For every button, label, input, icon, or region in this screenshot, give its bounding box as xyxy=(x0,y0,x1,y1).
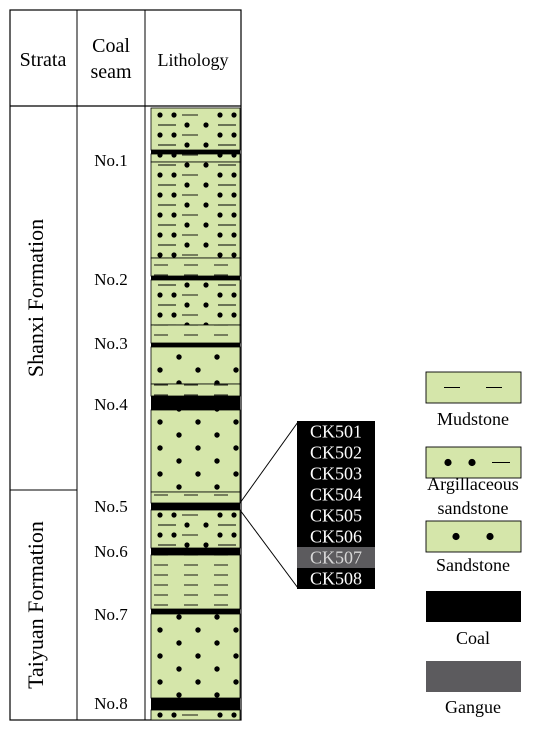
sandstone-layer-pattern xyxy=(151,614,240,698)
zoom-connector xyxy=(239,421,299,589)
mudstone-layer-pattern xyxy=(151,325,240,343)
seam-label: No.6 xyxy=(94,542,128,561)
seam-label: No.8 xyxy=(94,694,128,713)
detail-layer-ck502 xyxy=(297,442,375,463)
legend-item-sandstone: Sandstone xyxy=(425,520,522,575)
argillaceous-layer-pattern xyxy=(151,510,240,548)
legend-dot xyxy=(444,458,452,467)
coal-layer xyxy=(151,396,240,410)
legend-item-mudstone: Mudstone xyxy=(425,371,522,429)
legend-swatch xyxy=(425,520,522,553)
header-lithology: Lithology xyxy=(158,50,229,70)
legend-label: Coal xyxy=(456,628,490,648)
legend-dot xyxy=(468,458,476,467)
detail-layer-label: CK502 xyxy=(310,443,362,463)
detail-layer-ck508 xyxy=(297,568,375,589)
sandstone-layer-pattern xyxy=(151,410,240,492)
formation-taiyuan-label: Taiyuan Formation xyxy=(23,521,48,689)
argillaceous-layer-pattern xyxy=(151,162,240,258)
legend-label: Argillaceous xyxy=(427,474,519,494)
seam-label: No.7 xyxy=(94,605,128,624)
detail-layer-ck503 xyxy=(297,463,375,484)
legend-dot xyxy=(452,532,460,541)
detail-layer-label: CK504 xyxy=(310,485,362,505)
mudstone-layer-pattern xyxy=(151,384,240,396)
detail-layer-ck506 xyxy=(297,526,375,547)
coal-layer xyxy=(151,150,240,154)
legend-label: Sandstone xyxy=(436,555,510,575)
coal-layer xyxy=(151,698,240,710)
legend-swatch xyxy=(426,591,521,622)
detail-layer-ck501 xyxy=(297,421,375,442)
detail-layer-label: CK508 xyxy=(310,569,362,589)
sandstone-layer-pattern xyxy=(151,347,240,384)
coal-layer xyxy=(151,548,240,555)
detail-layer-label: CK505 xyxy=(310,506,362,526)
legend-swatch xyxy=(426,661,521,692)
legend-label: Gangue xyxy=(445,697,501,717)
mudstone-layer-pattern xyxy=(151,258,240,276)
seam-label: No.2 xyxy=(94,270,128,289)
argillaceous-layer-pattern xyxy=(151,154,240,162)
header-coal-seam-line2: seam xyxy=(90,61,132,83)
seam-label: No.4 xyxy=(94,395,128,414)
coal-seam-labels: No.1 No.2 No.3 No.4 No.5 No.6 No.7 No.8 xyxy=(94,151,128,713)
coal-layer xyxy=(151,503,240,510)
detail-layer-label: CK506 xyxy=(310,527,362,547)
detail-layer-label: CK507 xyxy=(310,548,362,568)
legend-dot xyxy=(486,532,494,541)
coal-layer xyxy=(151,609,240,614)
seam-label: No.5 xyxy=(94,497,128,516)
legend-item-coal: Coal xyxy=(426,591,521,648)
detail-layer-ck505 xyxy=(297,505,375,526)
formation-shanxi-label: Shanxi Formation xyxy=(23,219,48,377)
detail-layer-label: CK501 xyxy=(310,422,362,442)
legend-item-gangue: Gangue xyxy=(426,661,521,717)
argillaceous-layer-pattern xyxy=(151,710,240,720)
argillaceous-layer-pattern xyxy=(151,108,240,150)
argillaceous-layer-pattern xyxy=(151,280,240,325)
header-strata: Strata xyxy=(20,49,67,71)
mudstone-layer-pattern xyxy=(151,555,240,609)
seam-label: No.1 xyxy=(94,151,128,170)
legend-item-argillaceous: Argillaceous sandstone xyxy=(425,446,522,518)
header-coal-seam-line1: Coal xyxy=(92,35,130,57)
lithology-column xyxy=(150,107,241,721)
detail-layer-ck507 xyxy=(297,547,375,568)
coal-layer xyxy=(151,276,240,280)
detail-layer-label: CK503 xyxy=(310,464,362,484)
legend-label: sandstone xyxy=(438,498,509,518)
seam-label: No.3 xyxy=(94,334,128,353)
detail-layer-ck504 xyxy=(297,484,375,505)
mudstone-layer-pattern xyxy=(151,492,240,503)
legend-swatch xyxy=(425,371,522,404)
legend-label: Mudstone xyxy=(437,409,509,429)
coal-layer xyxy=(151,343,240,347)
column-table-frame xyxy=(9,9,242,721)
